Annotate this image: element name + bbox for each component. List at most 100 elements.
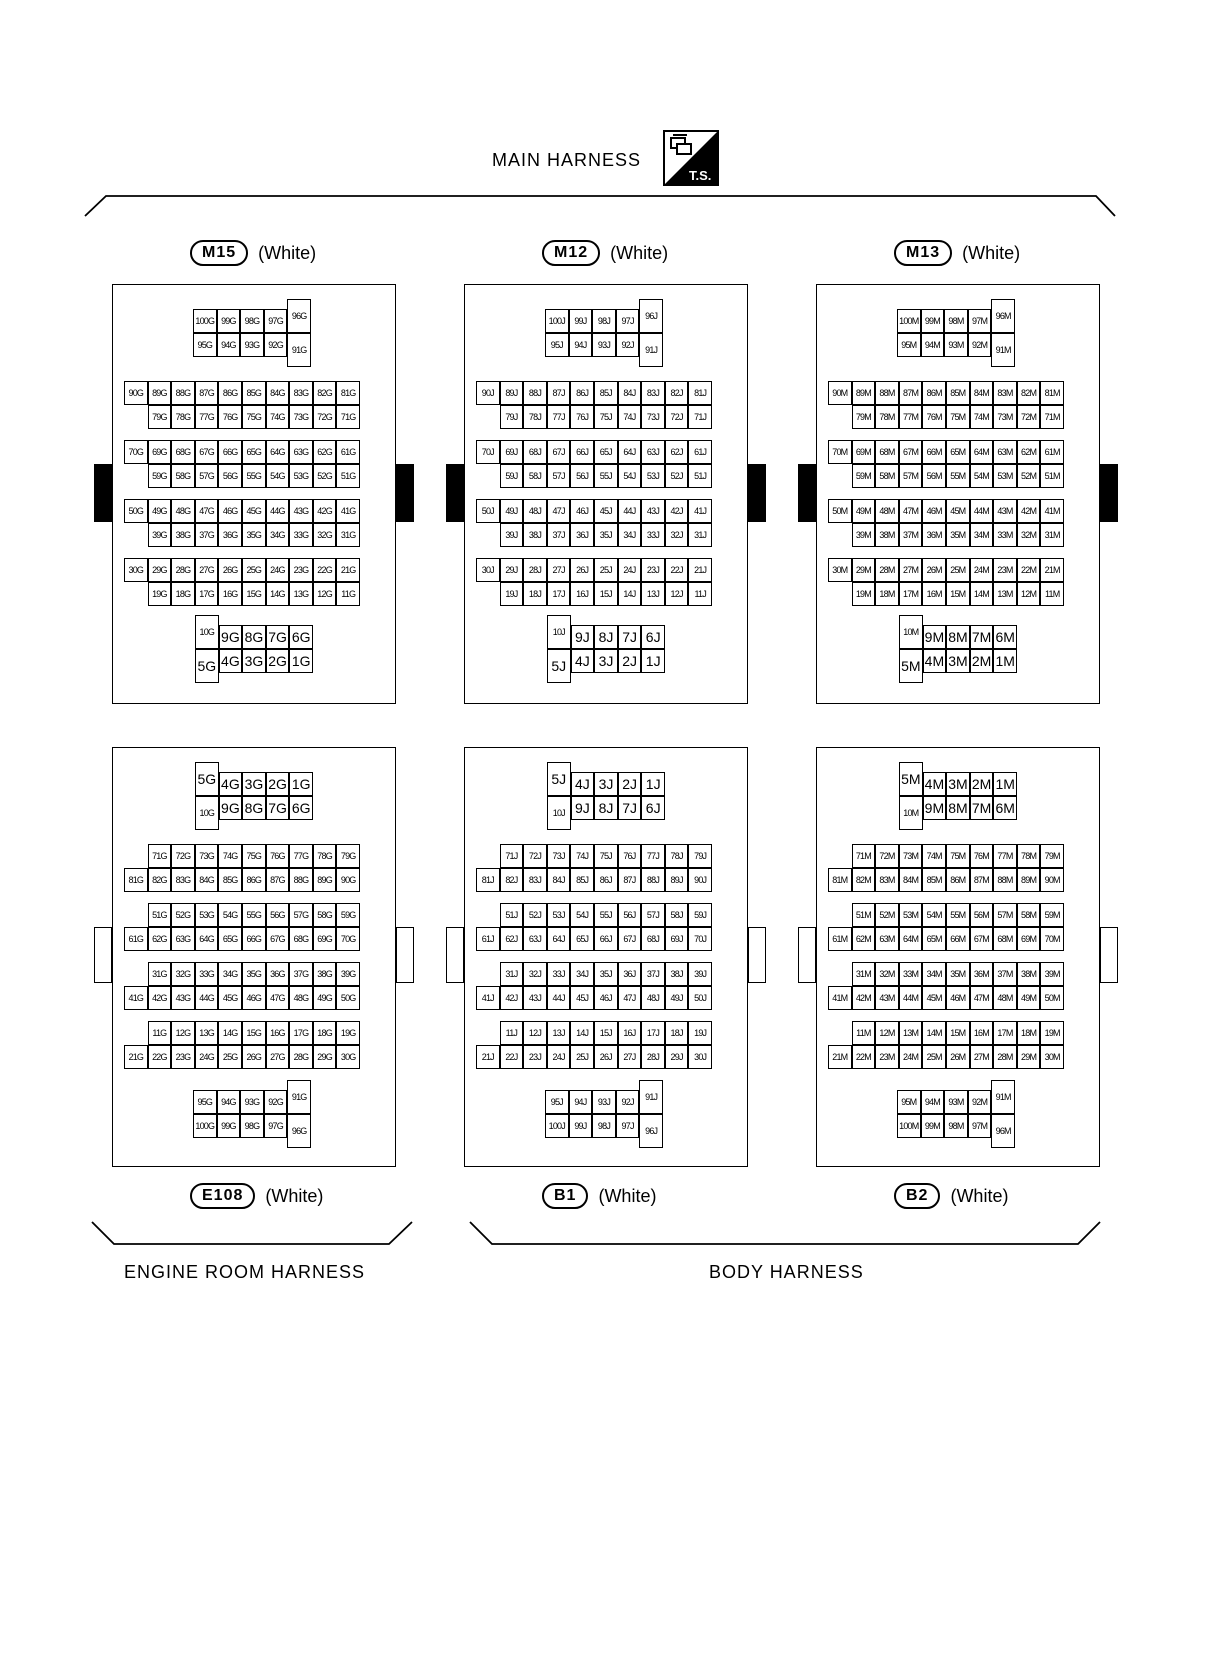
terminal-26j: 26J — [594, 1045, 618, 1069]
terminal-55m: 55M — [946, 464, 970, 488]
connector-lock-tab — [748, 927, 766, 983]
terminal-83j: 83J — [641, 381, 665, 405]
terminal-68g: 68G — [289, 927, 313, 951]
terminal-95g: 95G — [193, 333, 217, 357]
terminal-63m: 63M — [875, 927, 899, 951]
terminal-100g: 100G — [193, 309, 217, 333]
terminal-68m: 68M — [993, 927, 1017, 951]
terminal-59g: 59G — [336, 903, 360, 927]
terminal-93g: 93G — [240, 1090, 264, 1114]
terminal-27j: 27J — [546, 558, 571, 582]
connector-label-m12: M12(White) — [542, 240, 668, 266]
terminal-22g: 22G — [147, 1045, 172, 1069]
terminal-50g: 50G — [124, 499, 148, 523]
terminal-48m: 48M — [875, 499, 899, 523]
terminal-92j: 92J — [615, 333, 640, 357]
terminal-30g: 30G — [336, 1045, 360, 1069]
terminal-51g: 51G — [336, 464, 360, 488]
terminal-96j: 96J — [639, 299, 663, 333]
terminal-74g: 74G — [265, 405, 290, 429]
terminal-15g: 15G — [242, 1021, 266, 1045]
terminal-53j: 53J — [546, 903, 571, 927]
terminal-43j: 43J — [523, 986, 547, 1010]
terminal-87m: 87M — [898, 381, 923, 405]
terminal-49g: 49G — [312, 986, 337, 1010]
terminal-69m: 69M — [851, 440, 876, 464]
terminal-42g: 42G — [312, 499, 337, 523]
terminal-29j: 29J — [664, 1045, 689, 1069]
terminal-37m: 37M — [898, 523, 923, 547]
terminal-28m: 28M — [875, 558, 899, 582]
connector-label-m13: M13(White) — [894, 240, 1020, 266]
connector-label-b2: B2(White) — [894, 1183, 1008, 1209]
terminal-36g: 36G — [265, 962, 290, 986]
terminal-28m: 28M — [993, 1045, 1017, 1069]
connector-id-badge: M15 — [190, 240, 249, 266]
terminal-65j: 65J — [594, 440, 618, 464]
terminal-32g: 32G — [312, 523, 337, 547]
terminal-14g: 14G — [265, 582, 290, 606]
terminal-6m: 6M — [993, 625, 1017, 649]
terminal-64g: 64G — [265, 440, 290, 464]
terminal-7m: 7M — [969, 796, 994, 820]
terminal-36m: 36M — [969, 962, 994, 986]
terminal-44g: 44G — [265, 499, 290, 523]
terminal-26m: 26M — [946, 1045, 970, 1069]
terminal-85m: 85M — [922, 868, 946, 892]
terminal-93g: 93G — [240, 333, 264, 357]
terminal-50j: 50J — [476, 499, 500, 523]
terminal-13j: 13J — [546, 1021, 571, 1045]
terminal-12m: 12M — [875, 1021, 899, 1045]
terminal-3g: 3G — [242, 649, 266, 673]
terminal-66j: 66J — [594, 927, 618, 951]
terminal-55g: 55G — [242, 903, 266, 927]
terminal-9m: 9M — [922, 796, 947, 820]
terminal-71m: 71M — [851, 844, 876, 868]
terminal-31j: 31J — [499, 962, 524, 986]
ts-icon-text: T.S. — [689, 168, 711, 183]
terminal-65g: 65G — [218, 927, 242, 951]
terminal-63g: 63G — [171, 927, 195, 951]
terminal-33g: 33G — [194, 962, 219, 986]
terminal-3m: 3M — [946, 649, 970, 673]
terminal-26g: 26G — [218, 558, 242, 582]
terminal-8m: 8M — [946, 796, 970, 820]
terminal-4m: 4M — [922, 649, 947, 673]
terminal-12j: 12J — [523, 1021, 547, 1045]
terminal-96g: 96G — [287, 1114, 311, 1148]
terminal-6j: 6J — [641, 625, 665, 649]
terminal-58j: 58J — [664, 903, 689, 927]
terminal-100m: 100M — [897, 309, 921, 333]
terminal-58j: 58J — [523, 464, 547, 488]
terminal-91m: 91M — [991, 333, 1015, 367]
terminal-46g: 46G — [218, 499, 242, 523]
terminal-72j: 72J — [523, 844, 547, 868]
terminal-77j: 77J — [641, 844, 665, 868]
connector-label-m15: M15(White) — [190, 240, 316, 266]
terminal-92m: 92M — [967, 333, 992, 357]
terminal-22g: 22G — [312, 558, 337, 582]
terminal-57j: 57J — [641, 903, 665, 927]
terminal-33j: 33J — [546, 962, 571, 986]
terminal-18j: 18J — [664, 1021, 689, 1045]
terminal-42m: 42M — [1016, 499, 1041, 523]
terminal-75m: 75M — [946, 405, 970, 429]
terminal-24m: 24M — [898, 1045, 923, 1069]
terminal-49m: 49M — [1016, 986, 1041, 1010]
terminal-69m: 69M — [1016, 927, 1041, 951]
terminal-99m: 99M — [920, 1114, 945, 1138]
terminal-7g: 7G — [265, 796, 290, 820]
terminal-31g: 31G — [147, 962, 172, 986]
terminal-13g: 13G — [194, 1021, 219, 1045]
terminal-86g: 86G — [242, 868, 266, 892]
terminal-81g: 81G — [336, 381, 360, 405]
terminal-12g: 12G — [312, 582, 337, 606]
terminal-64j: 64J — [617, 440, 642, 464]
terminal-67m: 67M — [969, 927, 994, 951]
terminal-83m: 83M — [875, 868, 899, 892]
terminal-39m: 39M — [1040, 962, 1064, 986]
terminal-81j: 81J — [688, 381, 712, 405]
terminal-96m: 96M — [991, 1114, 1015, 1148]
terminal-22j: 22J — [664, 558, 689, 582]
